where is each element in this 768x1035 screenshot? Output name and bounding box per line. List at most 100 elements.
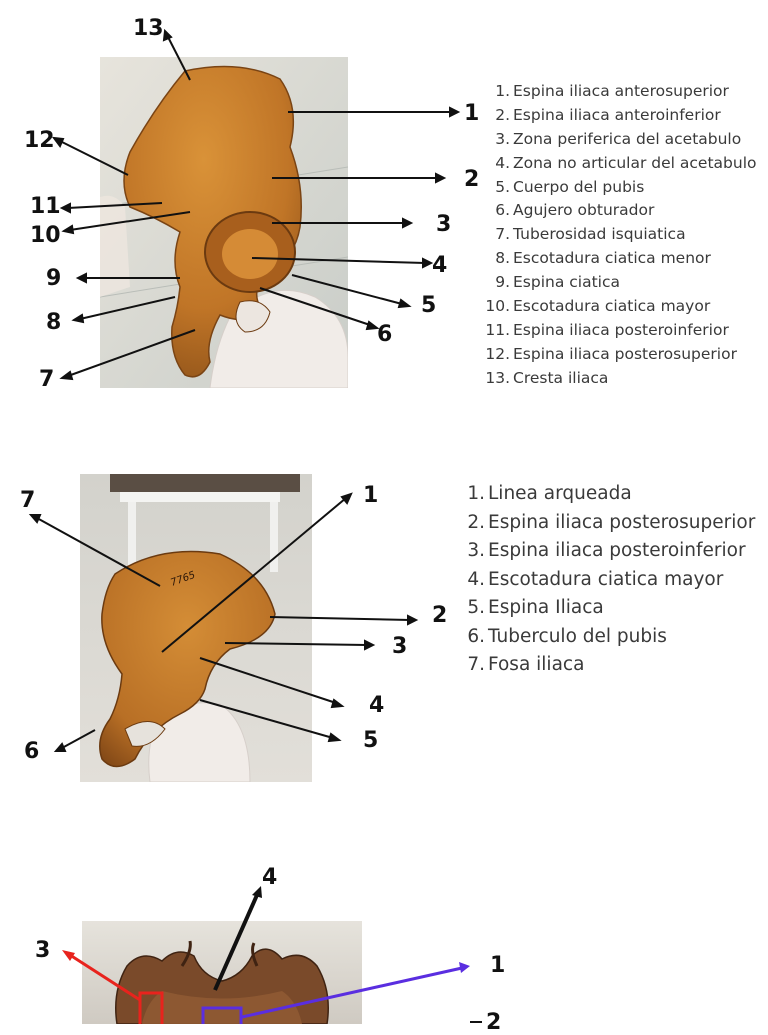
arrowhead-6 [53,742,67,752]
legend-item: 4.Escotadura ciatica mayor [452,566,755,595]
legend-item: 8.Escotadura ciatica menor [472,247,756,271]
legend-item-index: 9. [495,273,510,292]
legend-item-index: 7. [467,654,485,675]
legend-item-index: 8. [495,249,510,268]
legend-item-index: 10. [485,297,510,316]
legend-item-text: Fosa iliaca [488,654,585,675]
callout-number-3: 3 [436,212,452,237]
callout-number-2: 2 [432,603,448,628]
legend-item-text: Escotadura ciatica menor [513,249,711,268]
arrowhead-3 [62,950,75,961]
callout-number-4: 4 [369,693,385,718]
legend-item: 7.Fosa iliaca [452,651,755,680]
arrowhead-4 [252,886,262,898]
legend-item: 2.Espina iliaca anteroinferior [472,104,756,128]
arrowhead-2 [435,172,447,184]
legend-item-text: Agujero obturador [513,201,655,220]
legend-item-index: 6. [495,201,510,220]
legend-item-text: Espina iliaca posteroinferior [488,540,746,561]
hip-bone-photo-medial: 7765 [80,474,312,782]
arrowhead-4 [422,257,434,269]
arrowhead-6 [365,320,380,331]
legend-item: 3.Zona periferica del acetabulo [472,128,756,152]
legend-item-index: 1. [467,483,485,504]
arrowhead-3 [364,639,376,651]
legend-item-text: Escotadura ciatica mayor [488,568,724,590]
callout-number-7: 7 [39,367,55,392]
legend-item: 12.Espina iliaca posterosuperior [472,343,756,367]
legend-item-text: Zona no articular del acetabulo [513,153,757,172]
sacrum-photo [82,921,362,1024]
arrowhead-5 [397,298,412,309]
legend-item: 3.Espina iliaca posteroinferior [452,537,755,566]
hip-bone-lateral-illustration [100,57,348,388]
legend-item-index: 12. [485,344,510,363]
legend-hip-bone-medial: 1.Linea arqueada 2.Espina iliaca postero… [452,480,755,680]
legend-item: 5.Cuerpo del pubis [472,176,756,200]
callout-number-11: 11 [30,194,61,219]
legend-item-index: 5. [467,597,485,618]
legend-item: 6.Tuberculo del pubis [452,623,755,652]
legend-item: 9.Espina ciatica [472,271,756,295]
sacrum-illustration [82,921,362,1024]
legend-item: 4.Zona no articular del acetabulo [472,152,756,176]
arrowhead-1 [340,492,353,505]
callout-number-2: 2 [486,1010,502,1035]
callout-number-1: 1 [363,483,379,508]
arrowhead-4 [330,698,345,709]
legend-item-index: 7. [495,225,510,244]
legend-item-index: 1. [495,82,510,100]
legend-item-index: 6. [467,625,485,647]
callout-number-5: 5 [363,728,379,753]
callout-number-10: 10 [30,223,61,248]
legend-item: 5.Espina Iliaca [452,594,755,623]
legend-item: 10.Escotadura ciatica mayor [472,295,756,319]
callout-number-4: 4 [262,865,278,890]
legend-item-text: Zona periferica del acetabulo [513,129,742,148]
legend-item-index: 2. [467,511,485,533]
arrowhead-7 [59,370,74,381]
hip-bone-medial-illustration: 7765 [80,474,312,782]
arrowhead-12 [51,136,65,148]
legend-item-text: Tuberculo del pubis [488,625,667,647]
legend-item-text: Espina iliaca anteroinferior [513,105,721,124]
legend-item-text: Espina iliaca anterosuperior [513,82,729,100]
callout-number-6: 6 [377,322,393,347]
legend-item-text: Espina iliaca posteroinferior [513,320,729,339]
callout-number-13: 13 [133,16,164,41]
callout-number-12: 12 [24,128,55,153]
legend-item: 7.Tuberosidad isquiatica [472,223,756,247]
arrowhead-5 [327,732,342,743]
legend-item-index: 2. [495,105,510,124]
hip-bone-photo-lateral [100,57,348,388]
arrowhead-1 [459,962,470,973]
arrowhead-10 [61,224,75,235]
legend-item-text: Escotadura ciatica mayor [513,297,711,316]
callout-number-4: 4 [432,253,448,278]
arrowhead-9 [75,272,87,284]
callout-number-6: 6 [24,739,40,764]
callout-number-5: 5 [421,293,437,318]
callout-number-8: 8 [46,310,62,335]
legend-item: 13.Cresta iliaca [472,367,756,391]
legend-hip-bone-lateral: 1.Espina iliaca anterosuperior 2.Espina … [472,80,756,391]
arrowhead-8 [71,313,85,324]
legend-item-text: Espina Iliaca [488,597,604,618]
arrowhead-7 [28,514,42,524]
legend-item-text: Tuberosidad isquiatica [513,225,686,244]
legend-item-index: 5. [495,177,510,196]
legend-item-index: 4. [467,568,485,590]
legend-item-text: Espina iliaca posterosuperior [488,511,756,533]
legend-item-index: 13. [485,368,510,387]
legend-item-index: 4. [495,153,510,172]
legend-item-index: 3. [467,540,485,561]
legend-item: 11.Espina iliaca posteroinferior [472,319,756,343]
legend-item-index: 11. [485,320,510,339]
arrowhead-3 [402,217,414,229]
callout-number-9: 9 [46,266,62,291]
callout-number-1: 1 [464,101,480,126]
arrowhead-13 [162,28,173,42]
callout-number-7: 7 [20,488,36,513]
callout-number-3: 3 [392,634,408,659]
legend-item-text: Cuerpo del pubis [513,177,645,196]
